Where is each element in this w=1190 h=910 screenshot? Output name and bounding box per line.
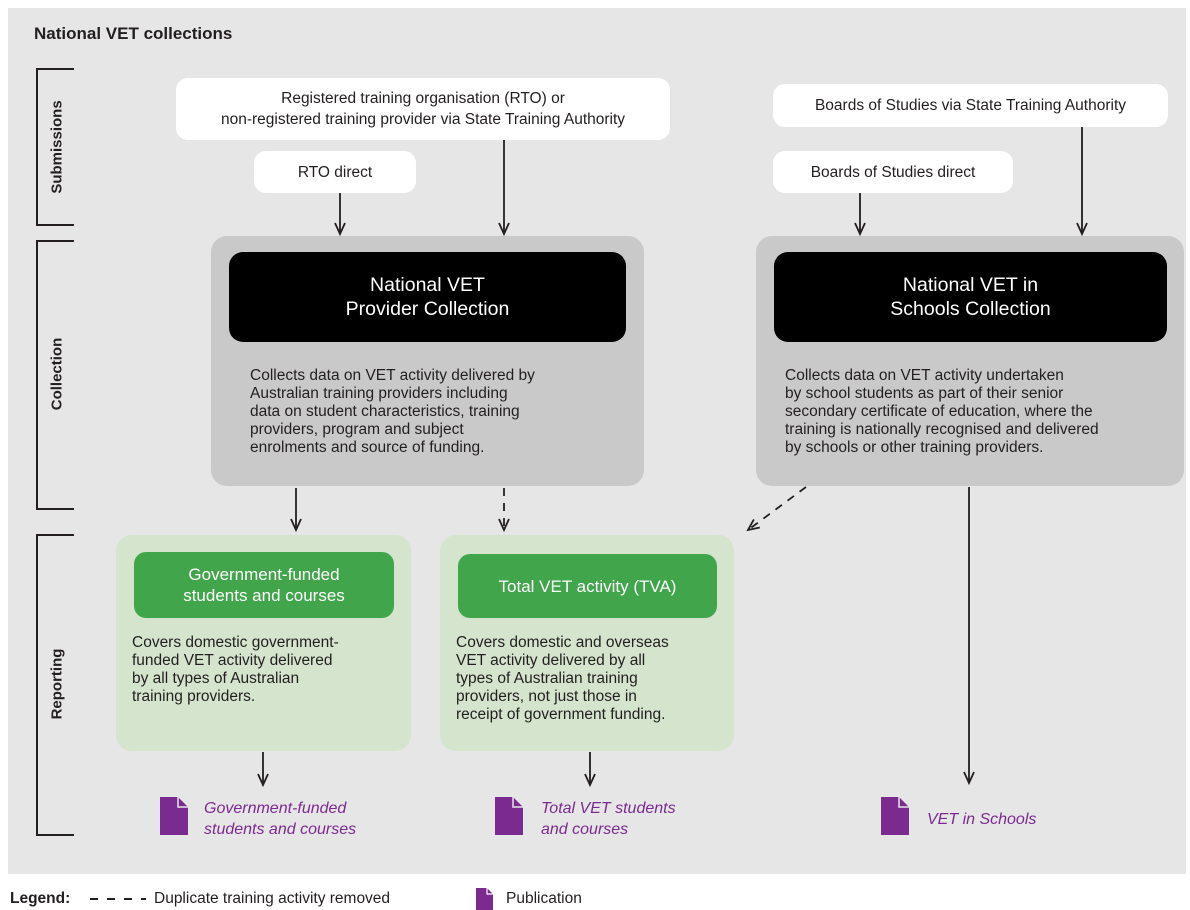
arrow-dashed-schools-to-tva xyxy=(748,486,807,530)
publication-total-vet-line-1: Total VET students xyxy=(541,800,676,817)
publication-gov-funded-line-2: students and courses xyxy=(204,821,357,838)
gov-desc-line-4: training providers. xyxy=(132,688,256,705)
publication-icon xyxy=(476,888,493,910)
gov-funded-title-2: students and courses xyxy=(183,586,345,605)
provider-desc-line-1: Collects data on VET activity delivered … xyxy=(250,367,535,384)
rto-direct-source: RTO direct xyxy=(254,151,416,193)
schools-collection-title-1: National VET in xyxy=(902,274,1039,296)
provider-desc-line-5: enrolments and source of funding. xyxy=(250,439,485,456)
dashed-line-icon xyxy=(90,898,146,900)
publication-gov-funded-line-1: Government-funded xyxy=(204,800,347,817)
schools-desc-line-2: by school students as part of their seni… xyxy=(785,385,1064,402)
schools-collection-title-2: Schools Collection xyxy=(890,298,1051,320)
publication-icon xyxy=(881,797,909,835)
schools-desc-line-4: training is nationally recognised and de… xyxy=(785,421,1099,438)
gov-funded-description: Covers domestic government- funded VET a… xyxy=(132,634,402,706)
provider-collection-description: Collects data on VET activity delivered … xyxy=(250,367,630,457)
rto-direct-text: RTO direct xyxy=(297,163,373,181)
diagram-title: National VET collections xyxy=(34,24,233,43)
provider-collection-title-1: National VET xyxy=(370,274,485,296)
gov-funded-title-1: Government-funded xyxy=(188,565,340,584)
legend: Legend: Duplicate training activity remo… xyxy=(10,888,710,910)
schools-desc-line-1: Collects data on VET activity undertaken xyxy=(785,367,1064,384)
boards-via-sta-text: Boards of Studies via State Training Aut… xyxy=(814,97,1127,114)
tva-desc-line-2: VET activity delivered by all xyxy=(456,652,646,669)
publication-total-vet[interactable]: Total VET students and courses xyxy=(541,798,676,840)
gov-desc-line-2: funded VET activity delivered xyxy=(132,652,333,669)
provider-desc-line-3: data on student characteristics, trainin… xyxy=(250,403,520,420)
schools-collection-description: Collects data on VET activity undertaken… xyxy=(785,367,1180,457)
publication-total-vet-line-2: and courses xyxy=(541,821,629,838)
submissions-bracket xyxy=(36,68,74,226)
boards-via-sta-source: Boards of Studies via State Training Aut… xyxy=(773,84,1168,127)
provider-desc-line-4: providers, program and subject xyxy=(250,421,464,438)
rto-provider-source: Registered training organisation (RTO) o… xyxy=(176,78,670,140)
tva-desc-line-4: providers, not just those in xyxy=(456,688,637,705)
reporting-bracket xyxy=(36,534,74,836)
boards-direct-text: Boards of Studies direct xyxy=(810,163,976,181)
schools-collection-header: National VET in Schools Collection xyxy=(774,252,1167,342)
schools-desc-line-3: secondary certificate of education, wher… xyxy=(785,403,1093,420)
tva-desc-line-5: receipt of government funding. xyxy=(456,706,666,723)
provider-desc-line-2: Australian training providers including xyxy=(250,385,508,402)
tva-desc-line-3: types of Australian training xyxy=(456,670,638,687)
gov-desc-line-3: by all types of Australian xyxy=(132,670,300,687)
gov-desc-line-1: Covers domestic government- xyxy=(132,634,339,651)
legend-publication-text: Publication xyxy=(506,890,582,907)
publication-vet-in-schools[interactable]: VET in Schools xyxy=(927,809,1036,830)
schools-desc-line-5: by schools or other training providers. xyxy=(785,439,1044,456)
publication-icon xyxy=(160,797,188,835)
provider-collection-title-2: Provider Collection xyxy=(345,298,510,320)
tva-description: Covers domestic and overseas VET activit… xyxy=(456,634,731,724)
tva-title: Total VET activity (TVA) xyxy=(498,576,677,596)
rto-provider-line-1: Registered training organisation (RTO) o… xyxy=(281,90,565,107)
tva-desc-line-1: Covers domestic and overseas xyxy=(456,634,669,651)
gov-funded-header: Government-funded students and courses xyxy=(134,552,394,618)
tva-header: Total VET activity (TVA) xyxy=(458,554,717,618)
publication-vet-in-schools-text: VET in Schools xyxy=(927,811,1037,828)
legend-label: Legend: xyxy=(10,890,71,907)
provider-collection-header: National VET Provider Collection xyxy=(229,252,626,342)
rto-provider-line-2: non-registered training provider via Sta… xyxy=(220,111,626,128)
collection-bracket xyxy=(36,240,74,510)
legend-dashed-text: Duplicate training activity removed xyxy=(154,890,391,907)
publication-gov-funded[interactable]: Government-funded students and courses xyxy=(204,798,356,840)
boards-direct-source: Boards of Studies direct xyxy=(773,151,1013,193)
publication-icon xyxy=(495,797,523,835)
